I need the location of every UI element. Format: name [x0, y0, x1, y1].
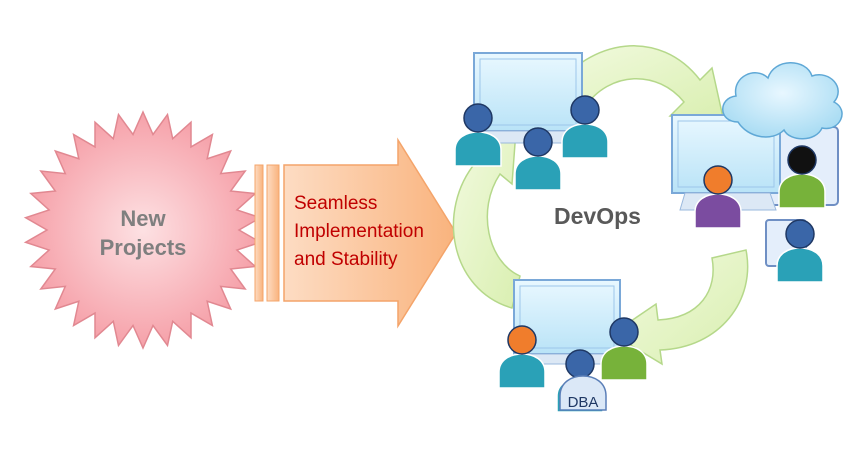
person-icon: [514, 127, 562, 191]
person-icon: [498, 325, 546, 389]
workstation-top: [473, 52, 583, 144]
devops-label: DevOps: [554, 203, 641, 229]
dba-label: DBA: [567, 394, 599, 411]
arrow-label-line: Implementation: [294, 221, 424, 242]
arrow-label-line: Seamless: [294, 193, 378, 214]
dba-badge: [559, 375, 607, 411]
new-projects-starburst: [23, 110, 263, 350]
person-icon: [776, 219, 824, 283]
person-icon: [454, 103, 502, 167]
implementation-label: Seamless Implementation and Stability: [294, 190, 444, 274]
cycle-arrow-top: [550, 45, 725, 123]
star-label-line: New: [120, 206, 166, 231]
person-icon: [778, 145, 826, 209]
person-icon: [600, 317, 648, 381]
star-label-line: Projects: [99, 235, 187, 260]
arrow-tail-bar: [254, 164, 264, 302]
implementation-arrow: [283, 137, 457, 329]
person-icon: [694, 165, 742, 229]
arrow-label-line: and Stability: [294, 249, 398, 270]
cloud-icon: [722, 62, 843, 140]
new-projects-label: New Projects: [48, 204, 238, 262]
cycle-arrow-right: [610, 249, 749, 366]
person-icon: [561, 95, 609, 159]
arrow-tail-bar: [266, 164, 280, 302]
